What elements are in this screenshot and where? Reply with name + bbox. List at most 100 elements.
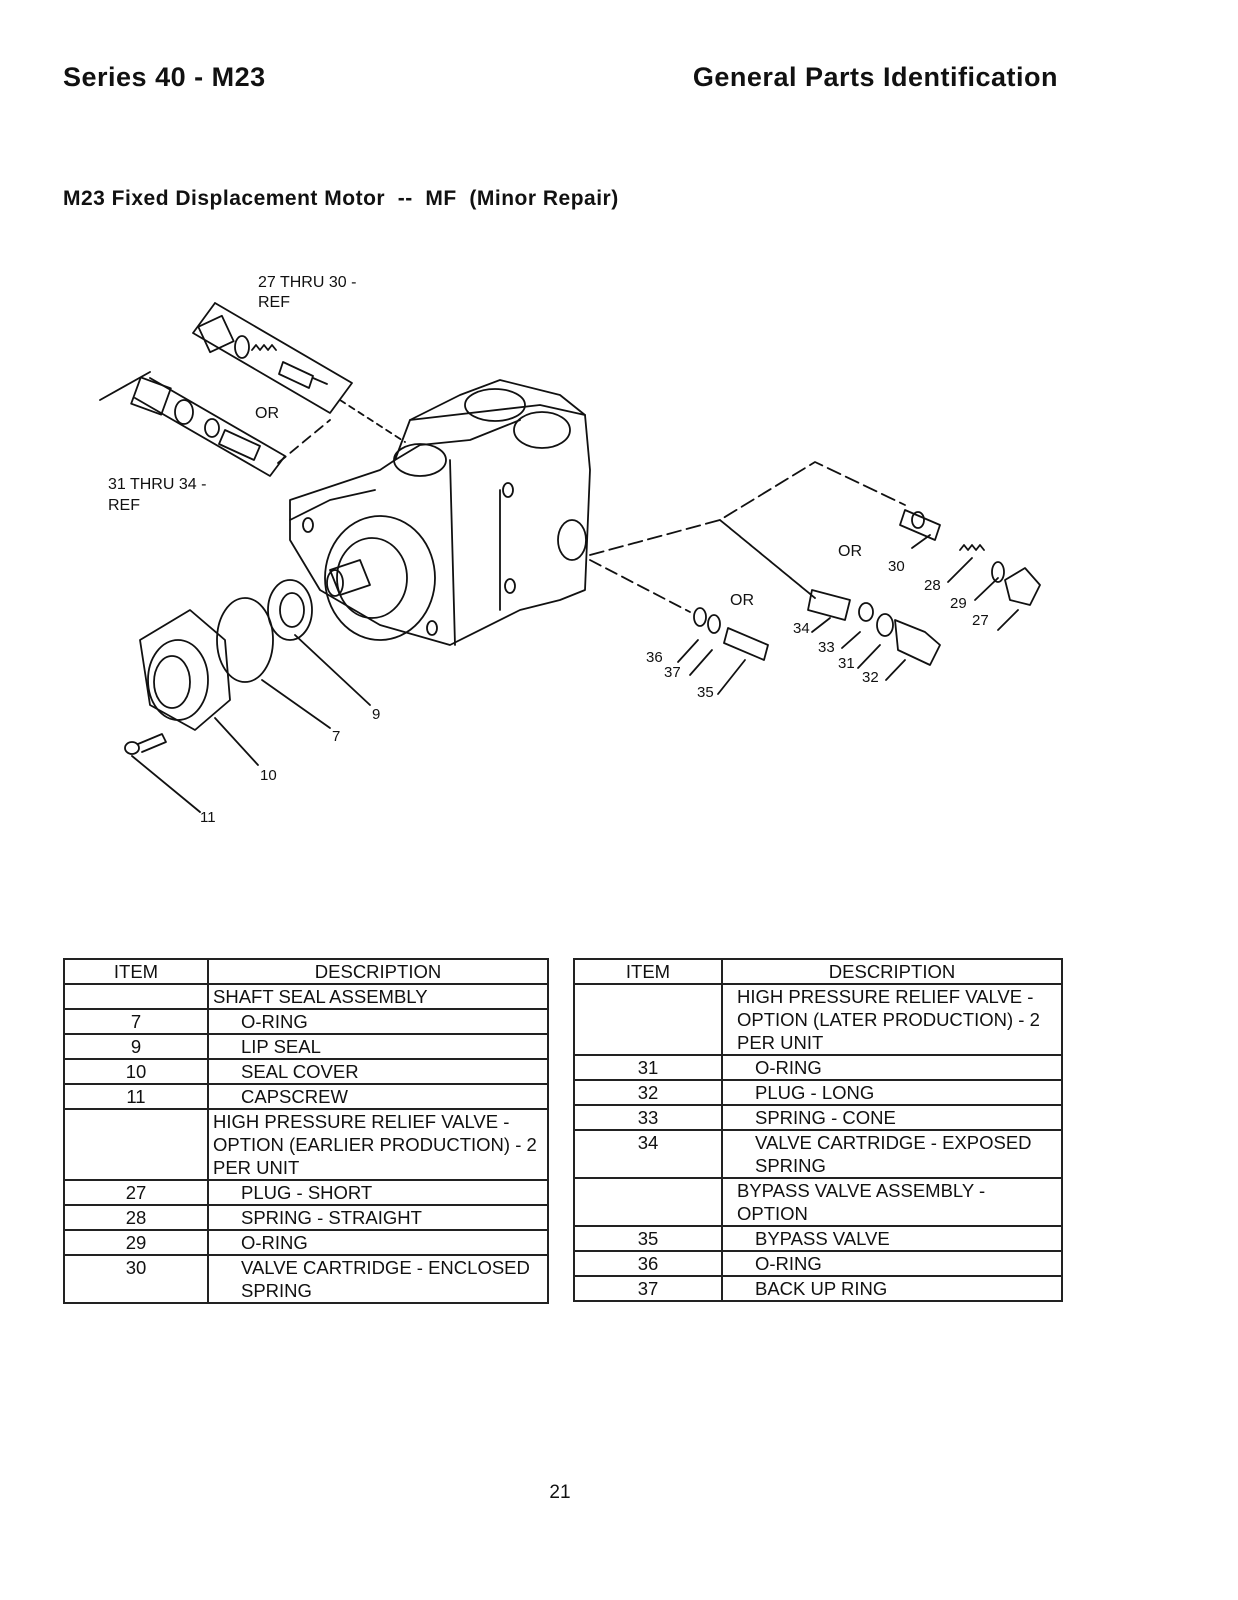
callout-33: 33 xyxy=(818,639,835,656)
callout-ref-27-30: 27 THRU 30 - xyxy=(258,274,356,291)
callout-or-right-top: OR xyxy=(838,543,862,560)
table-row: SHAFT SEAL ASSEMBLY xyxy=(63,983,549,1010)
item-number xyxy=(63,1108,209,1181)
item-number: 36 xyxy=(573,1250,723,1277)
item-description: O-RING xyxy=(207,1008,549,1035)
header-section-title: General Parts Identification xyxy=(692,62,1058,92)
table-row: HIGH PRESSURE RELIEF VALVE - OPTION (EAR… xyxy=(63,1108,549,1181)
item-description: BYPASS VALVE xyxy=(721,1225,1063,1252)
item-number: 28 xyxy=(63,1204,209,1231)
page-subtitle: M23 Fixed Displacement Motor -- MF (Mino… xyxy=(63,187,619,210)
callout-29: 29 xyxy=(950,595,967,612)
item-description: SPRING - STRAIGHT xyxy=(207,1204,549,1231)
relief-valve-late-group xyxy=(99,371,286,477)
o-ring-7 xyxy=(216,597,274,683)
item-description: VALVE CARTRIDGE - EXPOSED SPRING xyxy=(721,1129,1063,1179)
item-number: 31 xyxy=(573,1054,723,1081)
callout-32: 32 xyxy=(862,669,879,686)
item-number xyxy=(63,983,209,1010)
item-number: 37 xyxy=(573,1275,723,1302)
callout-7: 7 xyxy=(332,728,340,745)
valve-cartridge-exposed xyxy=(807,589,851,621)
item-description: VALVE CARTRIDGE - ENCLOSED SPRING xyxy=(207,1254,549,1304)
callout-ref-31-34-ref: REF xyxy=(108,497,140,514)
item-number: 34 xyxy=(573,1129,723,1179)
item-description: HIGH PRESSURE RELIEF VALVE - OPTION (EAR… xyxy=(207,1108,549,1181)
item-number: 29 xyxy=(63,1229,209,1256)
callout-35: 35 xyxy=(697,684,714,701)
column-header-description: DESCRIPTION xyxy=(207,958,549,985)
item-description: BYPASS VALVE ASSEMBLY - OPTION xyxy=(721,1177,1063,1227)
item-number xyxy=(573,1177,723,1227)
parts-table-right: ITEM DESCRIPTION HIGH PRESSURE RELIEF VA… xyxy=(573,958,1063,1302)
exploded-parts-diagram: 27 THRU 30 - REF 31 THRU 34 - REF OR OR … xyxy=(99,274,1041,826)
callout-or-right-mid: OR xyxy=(730,592,754,609)
callout-30: 30 xyxy=(888,558,905,575)
item-number: 32 xyxy=(573,1079,723,1106)
item-description: CAPSCREW xyxy=(207,1083,549,1110)
table-row: BYPASS VALVE ASSEMBLY - OPTION xyxy=(573,1177,1063,1227)
plug-long xyxy=(894,619,941,666)
callout-28: 28 xyxy=(924,577,941,594)
item-number: 30 xyxy=(63,1254,209,1304)
item-description: O-RING xyxy=(721,1054,1063,1081)
item-description: BACK UP RING xyxy=(721,1275,1063,1302)
item-number: 27 xyxy=(63,1179,209,1206)
item-number: 7 xyxy=(63,1008,209,1035)
seal-cover xyxy=(139,609,231,731)
item-description: PLUG - SHORT xyxy=(207,1179,549,1206)
item-number: 35 xyxy=(573,1225,723,1252)
column-header-item: ITEM xyxy=(573,958,723,985)
item-description: SHAFT SEAL ASSEMBLY xyxy=(207,983,549,1010)
column-header-description: DESCRIPTION xyxy=(721,958,1063,985)
item-description: SEAL COVER xyxy=(207,1058,549,1085)
relief-valve-early-group xyxy=(192,302,353,414)
callout-27: 27 xyxy=(972,612,989,629)
callout-or-upper: OR xyxy=(255,405,279,422)
valve-cartridge-enclosed xyxy=(899,509,941,541)
table-header-row: ITEM DESCRIPTION xyxy=(573,958,1063,985)
callout-11: 11 xyxy=(200,809,216,826)
callout-34: 34 xyxy=(793,620,810,637)
header-series: Series 40 - M23 xyxy=(63,62,266,92)
callout-9: 9 xyxy=(372,706,380,723)
item-number: 33 xyxy=(573,1104,723,1131)
item-description: HIGH PRESSURE RELIEF VALVE - OPTION (LAT… xyxy=(721,983,1063,1056)
item-number xyxy=(573,983,723,1056)
table-header-row: ITEM DESCRIPTION xyxy=(63,958,549,985)
item-number: 11 xyxy=(63,1083,209,1110)
capscrew xyxy=(124,733,167,755)
motor-housing xyxy=(289,379,591,646)
item-description: SPRING - CONE xyxy=(721,1104,1063,1131)
callout-37: 37 xyxy=(664,664,681,681)
callout-ref-27-30-ref: REF xyxy=(258,294,290,311)
callout-ref-31-34: 31 THRU 34 - xyxy=(108,476,206,493)
callout-36: 36 xyxy=(646,649,663,666)
output-shaft xyxy=(326,559,371,597)
item-description: PLUG - LONG xyxy=(721,1079,1063,1106)
table-row: HIGH PRESSURE RELIEF VALVE - OPTION (LAT… xyxy=(573,983,1063,1056)
lip-seal xyxy=(267,579,313,641)
callout-31: 31 xyxy=(838,655,855,672)
item-description: LIP SEAL xyxy=(207,1033,549,1060)
bypass-valve xyxy=(693,607,769,661)
item-description: O-RING xyxy=(721,1250,1063,1277)
page-number: 21 xyxy=(549,1482,571,1503)
column-header-item: ITEM xyxy=(63,958,209,985)
